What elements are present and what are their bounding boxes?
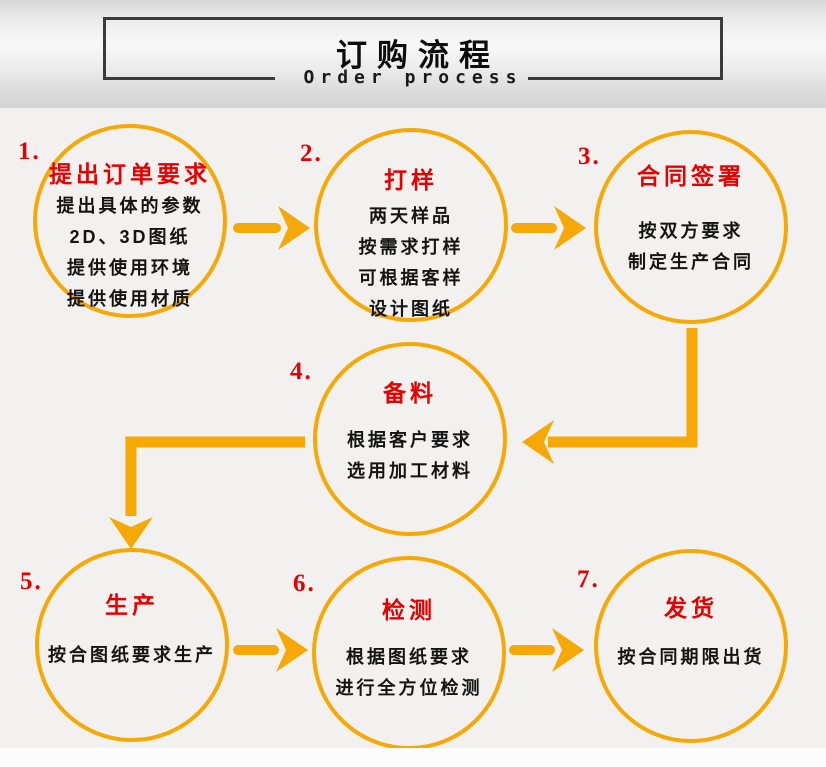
step-number-3: 3. bbox=[578, 143, 601, 170]
title-box-bottom-line-left bbox=[103, 77, 275, 80]
step-details: 按双方要求 制定生产合同 bbox=[628, 221, 754, 272]
step-circle-inspection: 检测 根据图纸要求 进行全方位检测 bbox=[312, 556, 506, 750]
step-title: 发货 bbox=[664, 595, 718, 621]
page-subtitle: Order process bbox=[303, 67, 523, 88]
step-circle-production: 生产 按合图纸要求生产 bbox=[35, 548, 229, 742]
step-title: 提出订单要求 bbox=[49, 161, 211, 187]
step-circle-shipment: 发货 按合同期限出货 bbox=[594, 549, 788, 743]
arrow-step5-to-step6 bbox=[233, 628, 308, 672]
step-details: 按合图纸要求生产 bbox=[48, 645, 216, 665]
arrow-step3-to-step4 bbox=[522, 328, 698, 464]
step-details: 根据图纸要求 进行全方位检测 bbox=[335, 647, 483, 698]
step-details: 提出具体的参数 2D、3D图纸 提供使用环境 提供使用材质 bbox=[56, 196, 204, 309]
step-number-4: 4. bbox=[290, 358, 313, 385]
arrow-step1-to-step2 bbox=[233, 206, 310, 250]
step-number-1: 1. bbox=[18, 138, 41, 165]
step-title: 检测 bbox=[382, 597, 436, 623]
step-number-2: 2. bbox=[300, 140, 323, 167]
step-circle-contract-signing: 合同签署 按双方要求 制定生产合同 bbox=[594, 130, 788, 324]
title-box-bottom-line-right bbox=[528, 77, 723, 80]
step-number-6: 6. bbox=[293, 570, 316, 597]
step-circle-sampling: 打样 两天样品 按需求打样 可根据客样 设计图纸 bbox=[314, 128, 508, 322]
step-details: 按合同期限出货 bbox=[617, 647, 765, 667]
step-number-5: 5. bbox=[20, 568, 43, 595]
step-title: 备料 bbox=[383, 380, 437, 406]
step-details: 两天样品 按需求打样 可根据客样 设计图纸 bbox=[358, 206, 464, 319]
arrow-step6-to-step7 bbox=[509, 628, 584, 672]
step-title: 合同签署 bbox=[637, 163, 745, 189]
arrow-step4-to-step5 bbox=[109, 436, 305, 549]
step-circle-order-request: 提出订单要求 提出具体的参数 2D、3D图纸 提供使用环境 提供使用材质 bbox=[33, 124, 227, 318]
header-title-box: 订购流程 bbox=[103, 17, 723, 78]
page-title: 订购流程 bbox=[336, 38, 500, 73]
step-title: 打样 bbox=[384, 167, 438, 193]
step-details: 根据客户要求 选用加工材料 bbox=[347, 430, 473, 481]
step-circle-material-preparation: 备料 根据客户要求 选用加工材料 bbox=[313, 342, 507, 536]
bottom-page-strip bbox=[0, 748, 826, 767]
step-number-7: 7. bbox=[577, 566, 600, 593]
arrow-step2-to-step3 bbox=[511, 206, 586, 250]
step-title: 生产 bbox=[105, 592, 159, 618]
